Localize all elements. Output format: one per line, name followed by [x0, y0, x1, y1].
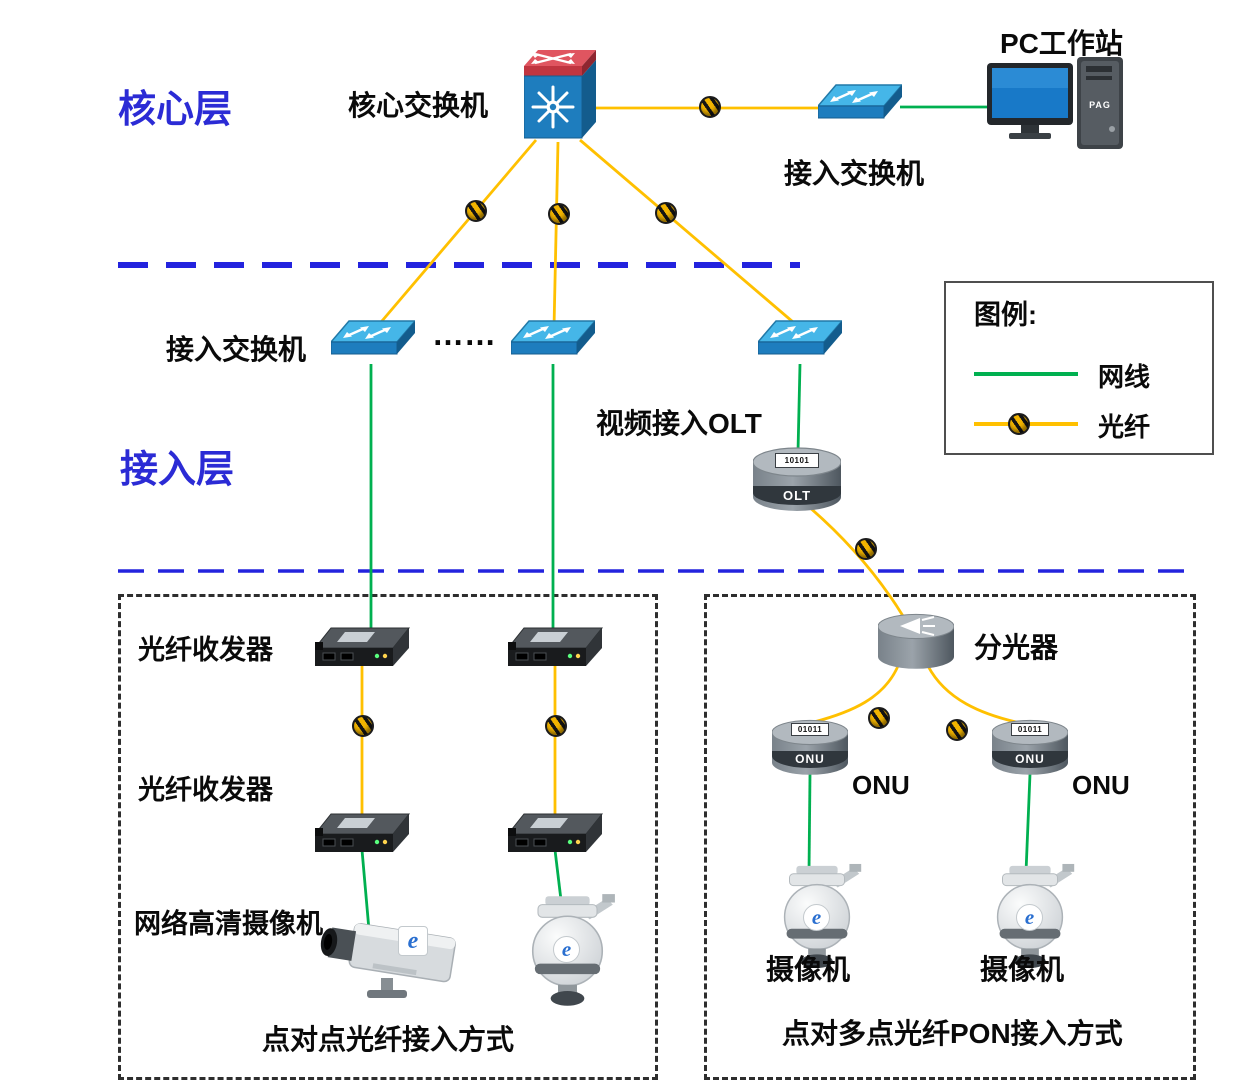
- ethernet-line-sample: [974, 372, 1078, 376]
- olt-name-band: OLT: [753, 486, 841, 505]
- fiber-marker-icon: [699, 96, 721, 118]
- core-layer-label: 核心层: [118, 89, 233, 131]
- fiber-marker-icon: [1008, 413, 1030, 435]
- fiber-splitter-to-onu2: [926, 665, 1017, 724]
- transceiver-label-2: 光纤收发器: [138, 775, 273, 805]
- fiber-marker-icon: [545, 715, 567, 737]
- fiber-transceiver-b2-icon: [508, 806, 604, 864]
- pon-access-group-box: [704, 594, 1196, 1080]
- access-switch-top-icon: [818, 84, 902, 132]
- olt-title-label: 视频接入OLT: [596, 408, 762, 439]
- legend-fiber-label: 光纤: [1098, 412, 1151, 442]
- legend-title: 图例:: [974, 300, 1037, 330]
- access-switch-c-icon: [758, 320, 842, 368]
- fiber-splitter-to-onu1: [813, 665, 900, 724]
- fiber-marker-icon: [655, 202, 677, 224]
- eth-transceiver-to-boxcam: [360, 849, 371, 931]
- olt-bits-chip: 10101: [775, 453, 819, 468]
- p2p-caption: 点对点光纤接入方式: [262, 1024, 515, 1055]
- fiber-transceiver-b1-icon: [508, 620, 604, 678]
- splitter-label: 分光器: [974, 632, 1059, 663]
- pon-caption: 点对多点光纤PON接入方式: [782, 1018, 1123, 1049]
- access-switch-a-icon: [331, 320, 415, 368]
- eth-onu2-to-camera: [1024, 773, 1032, 873]
- pc-workstation-label: PC工作站: [1000, 28, 1123, 59]
- fiber-transceiver-a2-icon: [315, 806, 411, 864]
- dome1-logo-badge: e: [803, 904, 830, 931]
- dome-mid-logo-badge: e: [553, 936, 580, 963]
- legend: 图例: 网线 光纤: [944, 281, 1214, 455]
- onu2-bits-chip: 01011: [1011, 723, 1049, 736]
- onu2-label: ONU: [1072, 770, 1130, 800]
- ellipsis-label: ……: [432, 316, 496, 352]
- eth-transceiver-to-dome: [553, 849, 563, 901]
- fiber-marker-icon: [465, 200, 487, 222]
- dome2-logo-badge: e: [1016, 904, 1043, 931]
- access-switch-row-label: 接入交换机: [166, 334, 307, 365]
- onu1-name-band: ONU: [772, 751, 848, 768]
- camera-2-label: 摄像机: [980, 954, 1065, 985]
- eth-switch-c-to-olt: [796, 363, 802, 453]
- access-switch-top-label: 接入交换机: [784, 158, 925, 189]
- fiber-marker-icon: [855, 538, 877, 560]
- onu1-label: ONU: [852, 770, 910, 800]
- splitter-beam-icon: [900, 616, 935, 636]
- legend-ethernet-label: 网线: [1098, 362, 1151, 392]
- fiber-core-to-switch-b: [552, 141, 560, 329]
- onu2-name-band: ONU: [992, 751, 1068, 768]
- fiber-marker-icon: [352, 715, 374, 737]
- transceiver-label-1: 光纤收发器: [138, 635, 273, 665]
- fiber-marker-icon: [946, 719, 968, 741]
- fiber-core-to-switch-c: [579, 138, 801, 330]
- core-switch-icon: [524, 50, 596, 150]
- pc-tower-badge: PAG: [1089, 100, 1111, 110]
- box-camera-icon: [315, 908, 465, 1003]
- ethernet-links: [360, 105, 1032, 931]
- fiber-marker-icon: [868, 707, 890, 729]
- fiber-marker-icon: [548, 203, 570, 225]
- onu1-bits-chip: 01011: [791, 723, 829, 736]
- fiber-links: [360, 106, 1017, 814]
- access-switch-b-icon: [511, 320, 595, 368]
- boxcam-logo-badge: e: [398, 926, 428, 956]
- fiber-transceiver-a1-icon: [315, 620, 411, 678]
- eth-onu1-to-camera: [807, 773, 812, 873]
- fiber-core-to-switch-a: [374, 139, 538, 329]
- camera-1-label: 摄像机: [766, 954, 851, 985]
- access-layer-label: 接入层: [120, 449, 235, 491]
- hd-camera-label: 网络高清摄像机: [134, 909, 323, 939]
- core-switch-label: 核心交换机: [348, 90, 489, 121]
- p2p-access-group-box: [118, 594, 658, 1080]
- fiber-olt-to-splitter: [807, 504, 905, 617]
